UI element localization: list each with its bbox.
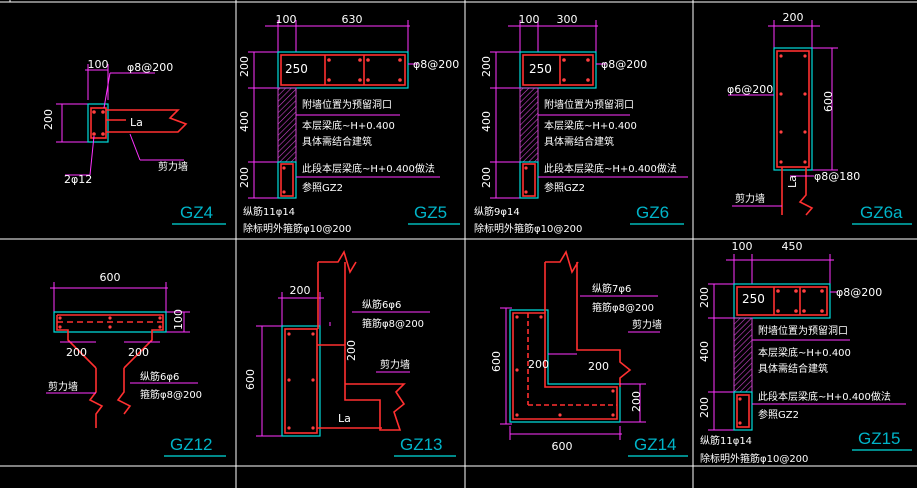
- gz6a-dim-width: 200: [783, 11, 804, 24]
- gz15-note-3: 具体需结合建筑: [758, 362, 828, 375]
- gz12-w2: 200: [128, 346, 149, 359]
- gz13-wall-label: 剪力墙: [380, 358, 410, 371]
- gz6-note-3: 具体需结合建筑: [544, 135, 614, 148]
- gz6-bottom-1: 纵筋9φ14: [474, 205, 520, 218]
- gz13-stir: 箍筋φ8@200: [362, 317, 424, 330]
- gz13-long: 纵筋6φ6: [362, 298, 401, 311]
- gz12-title: GZ12: [170, 435, 213, 454]
- gz13-la-label: La: [338, 412, 351, 425]
- gz5-note-3: 具体需结合建筑: [302, 135, 372, 148]
- gz4-title: GZ4: [180, 203, 213, 222]
- gz15-dim-a: 100: [732, 240, 753, 253]
- gz5-rebar-label: φ8@200: [413, 58, 459, 71]
- gz14-stir: 箍筋φ8@200: [592, 301, 654, 314]
- gz12-stir: 箍筋φ8@200: [140, 388, 202, 401]
- gz6-note-5: 参照GZ2: [544, 181, 585, 194]
- gz6-note-1: 附墙位置为预留洞口: [544, 98, 634, 111]
- gz12-w1: 200: [66, 346, 87, 359]
- gz4-rebar-label: φ8@200: [127, 61, 173, 74]
- gz13-dim-height2: 200: [345, 340, 358, 361]
- panel-gz5: 100 630 200 400 200 250 φ8@200 附墙位置为预留洞口…: [238, 13, 460, 235]
- gz4-la-label: La: [130, 116, 143, 129]
- gz15-note-4: 此段本层梁底~H+0.400做法: [758, 390, 891, 403]
- gz6-note-4: 此段本层梁底~H+0.400做法: [544, 162, 677, 175]
- gz15-dim-1: 200: [698, 287, 711, 308]
- gz14-long: 纵筋7φ6: [592, 282, 631, 295]
- gz6-title: GZ6: [636, 203, 669, 222]
- gz6a-wall-label: 剪力墙: [735, 192, 765, 205]
- gz13-dim-height: 600: [244, 369, 257, 390]
- gz4-wall-label: 剪力墙: [158, 160, 188, 173]
- gz6-dim-b: 300: [557, 13, 578, 26]
- gz13-dim-width: 200: [290, 284, 311, 297]
- panel-gz4: 100 200 φ8@200 La 2φ12 剪力墙 GZ4: [42, 58, 226, 225]
- gz15-title: GZ15: [858, 429, 901, 448]
- gz5-bottom-2: 除标明外箍筋φ10@200: [243, 222, 351, 235]
- panel-gz12: 600 100 200 200 剪力墙 纵筋6φ6 箍筋φ8@200 GZ12: [46, 271, 226, 457]
- gz5-title: GZ5: [414, 203, 447, 222]
- gz12-dim-height: 100: [172, 309, 185, 330]
- gz6-dim-2: 400: [480, 111, 493, 132]
- gz6a-rebar-label: φ6@200: [727, 83, 773, 96]
- gz4-dim-height: 200: [42, 109, 55, 130]
- gz6-rebar-label: φ8@200: [601, 58, 647, 71]
- gz5-note-2: 本层梁底~H+0.400: [302, 119, 395, 132]
- gz5-dim-b: 630: [342, 13, 363, 26]
- gz14-wall-label: 剪力墙: [632, 318, 662, 331]
- gz12-dim-width: 600: [100, 271, 121, 284]
- gz5-bottom-1: 纵筋11φ14: [243, 205, 295, 218]
- gz4-long-rebar: 2φ12: [64, 173, 92, 186]
- gz15-bottom-1: 纵筋11φ14: [700, 434, 752, 447]
- gz6-bottom-2: 除标明外箍筋φ10@200: [474, 222, 582, 235]
- gz6-note-2: 本层梁底~H+0.400: [544, 119, 637, 132]
- gz12-long: 纵筋6φ6: [140, 370, 179, 383]
- gz13-title: GZ13: [400, 435, 443, 454]
- gz15-dim-3: 200: [698, 397, 711, 418]
- gz14-w2: 200: [588, 360, 609, 373]
- gz4-dim-width: 100: [88, 58, 109, 71]
- gz5-note-5: 参照GZ2: [302, 181, 343, 194]
- gz15-bottom-2: 除标明外箍筋φ10@200: [700, 452, 808, 465]
- gz15-dim-2: 400: [698, 341, 711, 362]
- gz5-dim-a: 100: [276, 13, 297, 26]
- panel-gz6: 100 300 200 400 200 250 φ8@200 附墙位置为预留洞口…: [474, 13, 688, 235]
- gz6-dim-3: 200: [480, 167, 493, 188]
- panel-gz15: 100 450 200 400 200 250 φ8@200 附墙位置为预留洞口…: [698, 240, 912, 465]
- gz15-note-5: 参照GZ2: [758, 408, 799, 421]
- gz5-note-1: 附墙位置为预留洞口: [302, 98, 392, 111]
- gz5-dim-2: 400: [238, 111, 251, 132]
- gz12-wall-label: 剪力墙: [48, 380, 78, 393]
- gz15-rebar-label: φ8@200: [836, 286, 882, 299]
- gz14-dim-height: 600: [490, 351, 503, 372]
- gz14-title: GZ14: [634, 435, 677, 454]
- gz6a-rebar2-label: φ8@180: [814, 170, 860, 183]
- gz15-note-2: 本层梁底~H+0.400: [758, 346, 851, 359]
- gz6-dim-1: 200: [480, 56, 493, 77]
- gz14-dim-h2: 200: [630, 391, 643, 412]
- gz15-note-1: 附墙位置为预留洞口: [758, 324, 848, 337]
- gz5-size-label: 250: [285, 62, 308, 76]
- panel-gz14: 600 600 200 200 200 纵筋7φ6 箍筋φ8@200 剪力墙 G…: [490, 250, 688, 457]
- gz6a-title: GZ6a: [860, 203, 903, 222]
- panel-gz6a: 200 600 φ6@200 φ8@180 La 剪力墙 GZ6a: [727, 11, 912, 225]
- gz5-note-4: 此段本层梁底~H+0.400做法: [302, 162, 435, 175]
- gz6a-dim-height: 600: [822, 91, 835, 112]
- gz15-dim-b: 450: [782, 240, 803, 253]
- panel-gz13: 200 600 200 纵筋6φ6 箍筋φ8@200 剪力墙 La GZ13: [244, 250, 456, 457]
- gz14-w1: 200: [528, 358, 549, 371]
- gz6-size-label: 250: [529, 62, 552, 76]
- gz14-dim-width: 600: [552, 440, 573, 453]
- gz15-size-label: 250: [742, 292, 765, 306]
- gz6-dim-a: 100: [519, 13, 540, 26]
- gz6a-la-label: La: [786, 175, 799, 188]
- gz5-dim-1: 200: [238, 56, 251, 77]
- gz5-dim-3: 200: [238, 167, 251, 188]
